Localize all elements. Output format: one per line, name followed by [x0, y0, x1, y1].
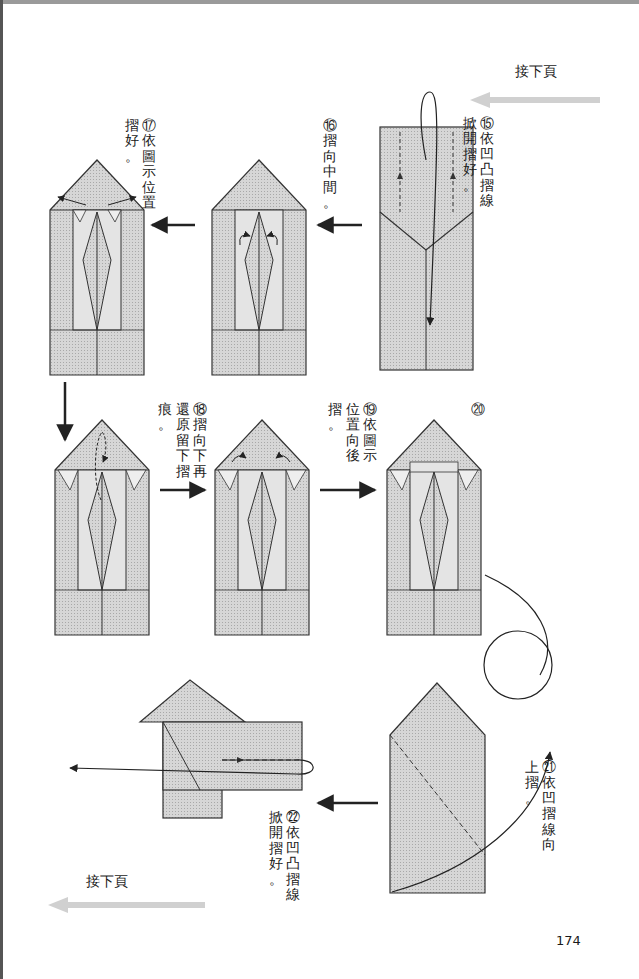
step-instruction: ㉑依凹摺線向上摺。	[524, 760, 556, 855]
step-instruction: ⑮依凹凸摺線掀開摺好。	[462, 116, 494, 211]
step-instruction: ⑯摺向中間。	[323, 118, 337, 210]
step-number: ⑳	[471, 402, 485, 417]
page-number: 174	[556, 934, 581, 948]
next-page-note: 接下頁	[515, 64, 557, 79]
step-instruction: ⑱摺向下再還原留下摺痕。	[158, 402, 207, 482]
step-instruction: ⑲依圖示位置向後摺。	[328, 402, 377, 466]
step-instruction: ⑰依圖示位置摺好。	[124, 118, 156, 213]
step-instruction: ㉒依凹凸摺線掀開摺好。	[268, 810, 300, 905]
next-page-note: 接下頁	[86, 874, 128, 889]
